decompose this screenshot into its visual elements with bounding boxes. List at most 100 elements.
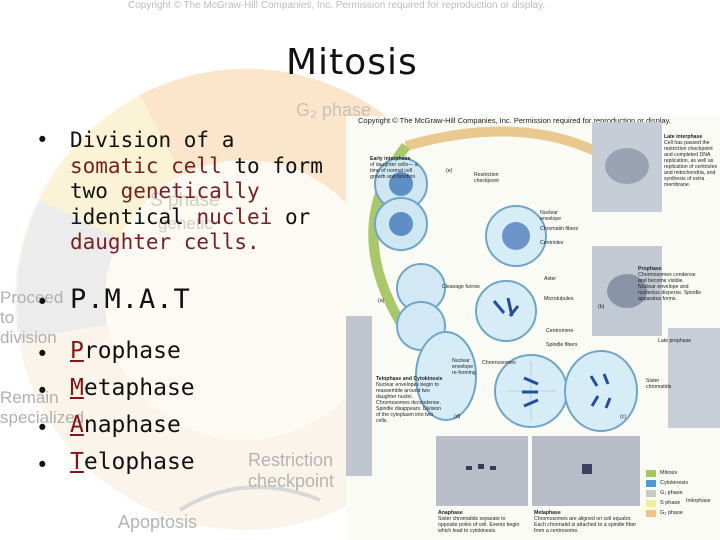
legend-swatch — [646, 509, 656, 517]
micrograph-late-prophase — [668, 328, 720, 428]
anaphase-cell — [564, 350, 638, 432]
label-desc: Cell has passed the restriction checkpoi… — [664, 140, 718, 188]
phase-prophase: Prophase — [70, 338, 181, 364]
definition-text: Division of a somatic cell to form two g… — [70, 128, 370, 256]
label-title: Early interphase — [370, 156, 411, 162]
definition-term-nuclei: nuclei — [196, 204, 273, 229]
legend-swatch — [646, 469, 656, 477]
g2-phase-label: G₂ phase — [296, 100, 372, 120]
legend-label: Cytokinesis — [660, 480, 689, 486]
genetic-label: genetic — [158, 214, 213, 233]
phase-rest: rophase — [83, 338, 181, 364]
bullet-marker: • — [36, 128, 49, 152]
restriction-checkpoint-label: Restriction checkpoint — [248, 450, 335, 491]
label-centromere: Centromere — [546, 328, 574, 334]
definition-word: to form — [234, 153, 323, 178]
definition-term-somatic-cell: somatic cell — [70, 153, 222, 178]
phase-rest: naphase — [83, 412, 181, 438]
definition-term-genetically: genetically — [120, 179, 260, 203]
legend-swatch — [646, 499, 656, 507]
label-desc: Chromosomes are aligned on cell equator.… — [534, 516, 637, 534]
legend-label: G₁ phase — [660, 490, 683, 496]
label-title: Metaphase — [534, 510, 561, 516]
label-title: Anaphase — [438, 510, 463, 516]
phase-rest: elophase — [83, 449, 195, 475]
bullet-marker: • — [36, 416, 49, 440]
legend-label: Mitosis — [660, 470, 678, 476]
label-title: Prophase — [638, 266, 662, 272]
label-sister: Sister chromatids — [646, 378, 672, 390]
remain-label: Remain specialized — [0, 388, 85, 427]
legend-swatch — [646, 489, 656, 497]
label-e: (e) — [446, 168, 453, 174]
definition-word: two — [70, 179, 108, 203]
label-desc: Chromosomes condense and become visible.… — [638, 272, 702, 302]
definition-term-daughter-cells: daughter cells. — [70, 230, 260, 254]
phase-initial: T — [70, 449, 84, 475]
definition-word: or — [284, 204, 311, 229]
legend-row: Mitosis — [646, 468, 720, 478]
phase-metaphase: Metaphase — [70, 375, 195, 401]
apoptosis-label: Apoptosis — [118, 512, 198, 532]
bullet-marker: • — [36, 342, 49, 366]
legend-label: S phase — [660, 500, 681, 506]
figure-copyright: Copyright © The McGraw-Hill Companies, I… — [358, 116, 671, 125]
proceed-label: Proceed to division — [0, 288, 64, 347]
legend-row: G₂ phase — [646, 508, 720, 518]
legend-group-interphase: Interphase — [686, 498, 711, 504]
label-nuclear-env-re: Nuclear envelope re-forming — [452, 358, 476, 376]
phase-rest: etaphase — [83, 375, 195, 401]
pmat-mnemonic: P.M.A.T — [70, 284, 191, 315]
label-c: (c) — [620, 414, 627, 420]
phase-initial: M — [70, 375, 84, 401]
legend-swatch — [646, 479, 656, 487]
label-title: Late interphase — [664, 134, 703, 140]
slide-title: Mitosis — [286, 42, 418, 83]
mitosis-figure: Copyright © The McGraw-Hill Companies, I… — [346, 116, 720, 540]
s-phase-label: S phase — [150, 190, 220, 211]
bullet-marker: • — [36, 453, 49, 477]
label-late-prophase: Late prophase — [658, 338, 692, 344]
label-aster: Aster — [544, 276, 557, 282]
definition-word: identical — [70, 204, 184, 229]
phase-initial: P — [70, 338, 84, 364]
label-desc: Sister chromatids separate to opposite p… — [438, 516, 520, 534]
bullet-marker: • — [36, 290, 49, 314]
label-chromosomes: Chromosomes — [482, 360, 516, 366]
bullet-marker: • — [36, 379, 49, 403]
label-b: (b) — [598, 304, 605, 310]
phase-initial: A — [70, 412, 84, 438]
label-cleavage: Cleavage furrow — [442, 284, 480, 290]
label-a: (a) — [378, 298, 385, 304]
label-desc: Nuclear envelopes begin to reassemble ar… — [376, 382, 442, 424]
telophase-cell — [415, 331, 477, 421]
definition-word: Division of a — [70, 128, 235, 152]
label-nuclear-envelope: Nuclear envelope — [540, 210, 562, 222]
label-desc: of daughter cells— a time of normal cell… — [370, 162, 418, 180]
label-chromatin: Chromatin fibers — [540, 226, 579, 232]
legend-row: G₁ phase — [646, 488, 720, 498]
label-d: (d) — [454, 414, 461, 420]
legend-row: S phase — [646, 498, 720, 508]
background-copyright: Copyright © The McGraw-Hill Companies, I… — [128, 0, 546, 11]
label-centrioles: Centrioles — [540, 240, 564, 246]
label-restriction: Restriction checkpoint — [474, 172, 499, 184]
label-title: Telophase and Cytokinesis — [376, 376, 443, 382]
label-microtubules: Microtubules — [544, 296, 574, 302]
phase-anaphase: Anaphase — [70, 412, 181, 438]
micrograph-anaphase — [436, 436, 528, 506]
label-spindle: Spindle fibers — [546, 342, 578, 348]
micrograph-telophase — [346, 316, 372, 476]
legend-label: G₂ phase — [660, 510, 683, 516]
phase-telophase: Telophase — [70, 449, 195, 475]
legend-row: Cytokinesis — [646, 478, 720, 488]
mitosis-illustration — [346, 122, 720, 506]
